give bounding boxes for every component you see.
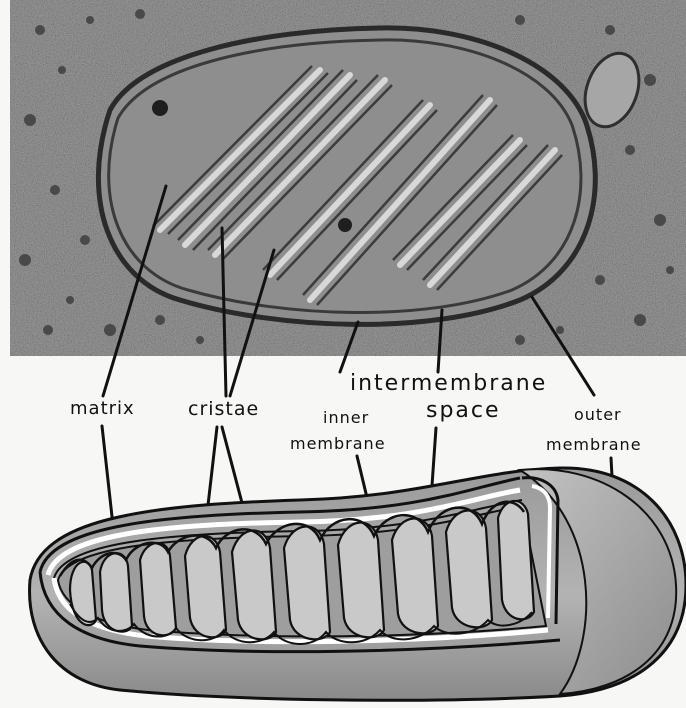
label-inner-membrane-line2: membrane <box>290 436 386 452</box>
label-outer-membrane-line1: outer <box>574 407 622 423</box>
label-intermembrane-space-line2: space <box>426 400 501 422</box>
mitochondrion-cutaway <box>30 468 686 700</box>
label-cristae: cristae <box>188 400 259 419</box>
label-intermembrane-space-line1: intermembrane <box>350 373 547 395</box>
label-outer-membrane-line2: membrane <box>546 437 642 453</box>
label-inner-membrane-line1: inner <box>323 410 369 426</box>
label-matrix: matrix <box>70 400 135 418</box>
electron-micrograph <box>10 0 686 356</box>
